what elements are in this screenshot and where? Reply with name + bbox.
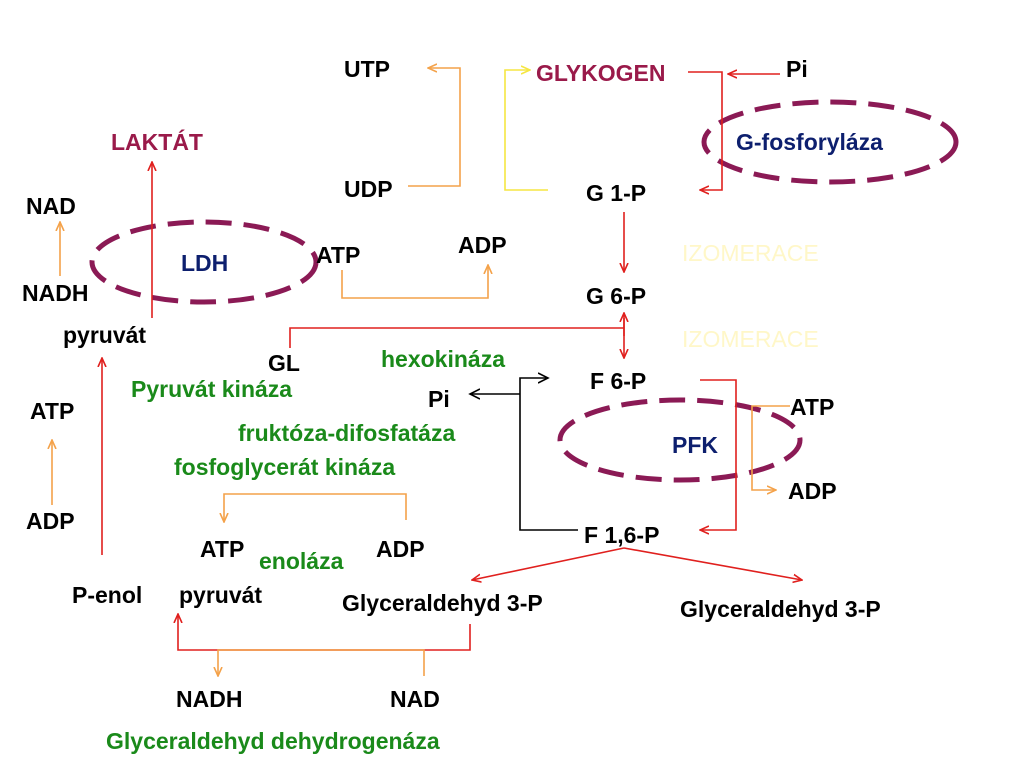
glykogen-label: GLYKOGEN	[536, 60, 666, 86]
laktat-label: LAKTÁT	[111, 129, 203, 155]
pfk-ellipse	[557, 397, 803, 483]
gl-g6p-arrow	[289, 327, 624, 348]
nad-nadh-arrow	[218, 649, 425, 676]
pgk-adp-atp-arrow	[224, 493, 407, 522]
f16p-label: F 1,6-P	[584, 522, 660, 548]
g1p-glykogen-arrow	[504, 70, 548, 191]
pyruvat-label: pyruvát	[63, 322, 147, 348]
g-fosforylaza-label: G-fosforyláza	[736, 129, 883, 155]
pi-top-label: Pi	[786, 56, 808, 82]
nadh-left-label: NADH	[22, 280, 89, 306]
pgk-adp-label: ADP	[376, 536, 425, 562]
izomerace-label-1: IZOMERACE	[682, 240, 819, 266]
p-enol-label: P-enol	[72, 582, 143, 608]
hk-atp-label: ATP	[316, 242, 361, 268]
fosfoglycerat-kinaza-label: fosfoglycerát kináza	[174, 454, 396, 480]
hk-adp-label: ADP	[458, 232, 507, 258]
pyruvat-2-label: pyruvát	[179, 582, 263, 608]
pgk-atp-label: ATP	[200, 536, 245, 562]
hk-atp-adp-arrow	[341, 265, 488, 299]
g1p-label: G 1-P	[586, 180, 647, 206]
f16p-gap1-arrow	[472, 547, 625, 580]
gap-pep-arrow	[178, 614, 471, 651]
pyruvat-kinaza-label: Pyruvát kináza	[131, 376, 293, 402]
pfk-adp-label: ADP	[788, 478, 837, 504]
nad-left-label: NAD	[26, 193, 76, 219]
pk-adp-label: ADP	[26, 508, 75, 534]
nad-bottom-label: NAD	[390, 686, 440, 712]
f6p-f16p-arrow	[700, 379, 737, 530]
f16p-gap2-arrow	[623, 547, 802, 580]
pfk-atp-adp-arrow	[751, 405, 790, 490]
pi-mid-label: Pi	[428, 386, 450, 412]
udp-utp-arrow	[408, 68, 461, 187]
izomerace-label-2: IZOMERACE	[682, 326, 819, 352]
g6p-label: G 6-P	[586, 283, 647, 309]
gl-label: GL	[268, 350, 300, 376]
pfk-label: PFK	[672, 432, 718, 458]
fruktoza-difosfataza-label: fruktóza-difosfatáza	[238, 420, 456, 446]
glyceraldehyd-2-label: Glyceraldehyd 3-P	[680, 596, 881, 622]
ldh-ellipse	[89, 219, 319, 305]
pfk-atp-label: ATP	[790, 394, 835, 420]
enolaza-label: enoláza	[259, 548, 344, 574]
udp-label: UDP	[344, 176, 393, 202]
pk-atp-label: ATP	[30, 398, 75, 424]
nadh-bottom-label: NADH	[176, 686, 243, 712]
utp-label: UTP	[344, 56, 390, 82]
f6p-label: F 6-P	[590, 368, 647, 394]
g-fosforylaza-ellipse	[701, 99, 959, 185]
hexokinaza-label: hexokináza	[381, 346, 505, 372]
ldh-label: LDH	[181, 250, 229, 276]
glykogen-g1p-arrow	[688, 71, 723, 190]
f16p-f6p-black-arrow	[519, 378, 578, 531]
glyceraldehyd-1-label: Glyceraldehyd 3-P	[342, 590, 543, 616]
gapdh-label: Glyceraldehyd dehydrogenáza	[106, 728, 440, 754]
